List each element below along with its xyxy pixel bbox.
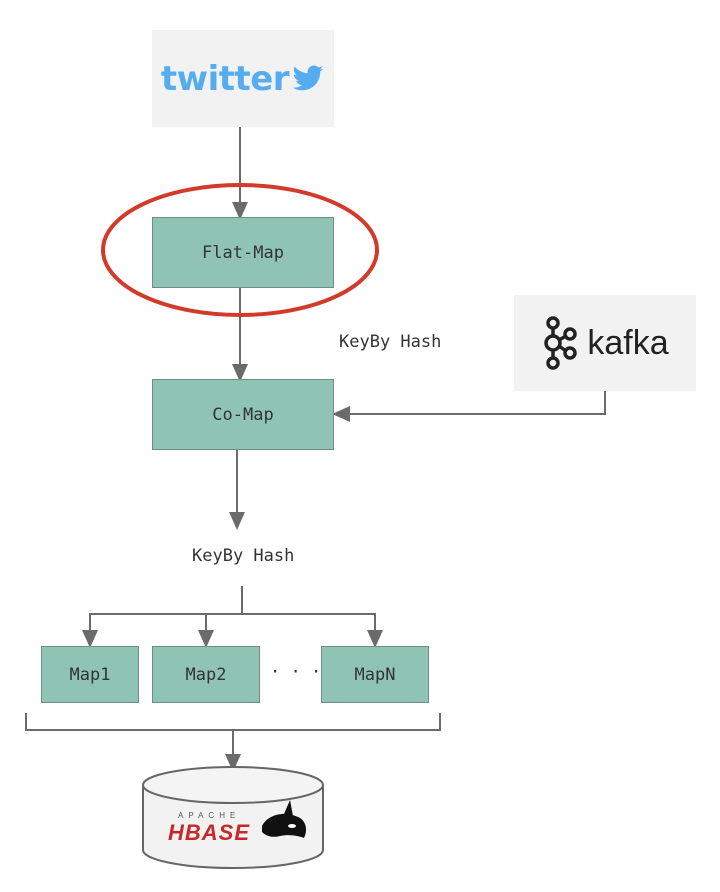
flatmap-highlight [101,183,379,317]
map2-node: Map2 [152,646,260,703]
kafka-icon [544,316,578,370]
kafka-wordmark: kafka [587,323,669,362]
kafka-logo: kafka [514,295,696,391]
hbase-wordmark: HBASE [168,820,251,845]
keyby-hash-label-top: KeyBy Hash [339,332,442,352]
orca-icon [262,800,307,838]
mapn-node: MapN [321,646,429,703]
flat-map-node: Flat-Map [152,217,334,288]
twitter-wordmark: twitter [160,58,290,99]
map-ellipsis: · · · [270,662,322,682]
co-map-node: Co-Map [152,379,334,450]
maps-brace [25,713,441,731]
hbase-cylinder [142,766,324,869]
edge-kafka-comap [332,391,606,422]
twitter-bird-icon [292,65,324,90]
twitter-logo: twitter [152,30,334,127]
map1-node: Map1 [41,646,139,703]
keyby-hash-label-bottom: KeyBy Hash [192,546,295,566]
hbase-apache-label: APACHE [178,811,241,820]
